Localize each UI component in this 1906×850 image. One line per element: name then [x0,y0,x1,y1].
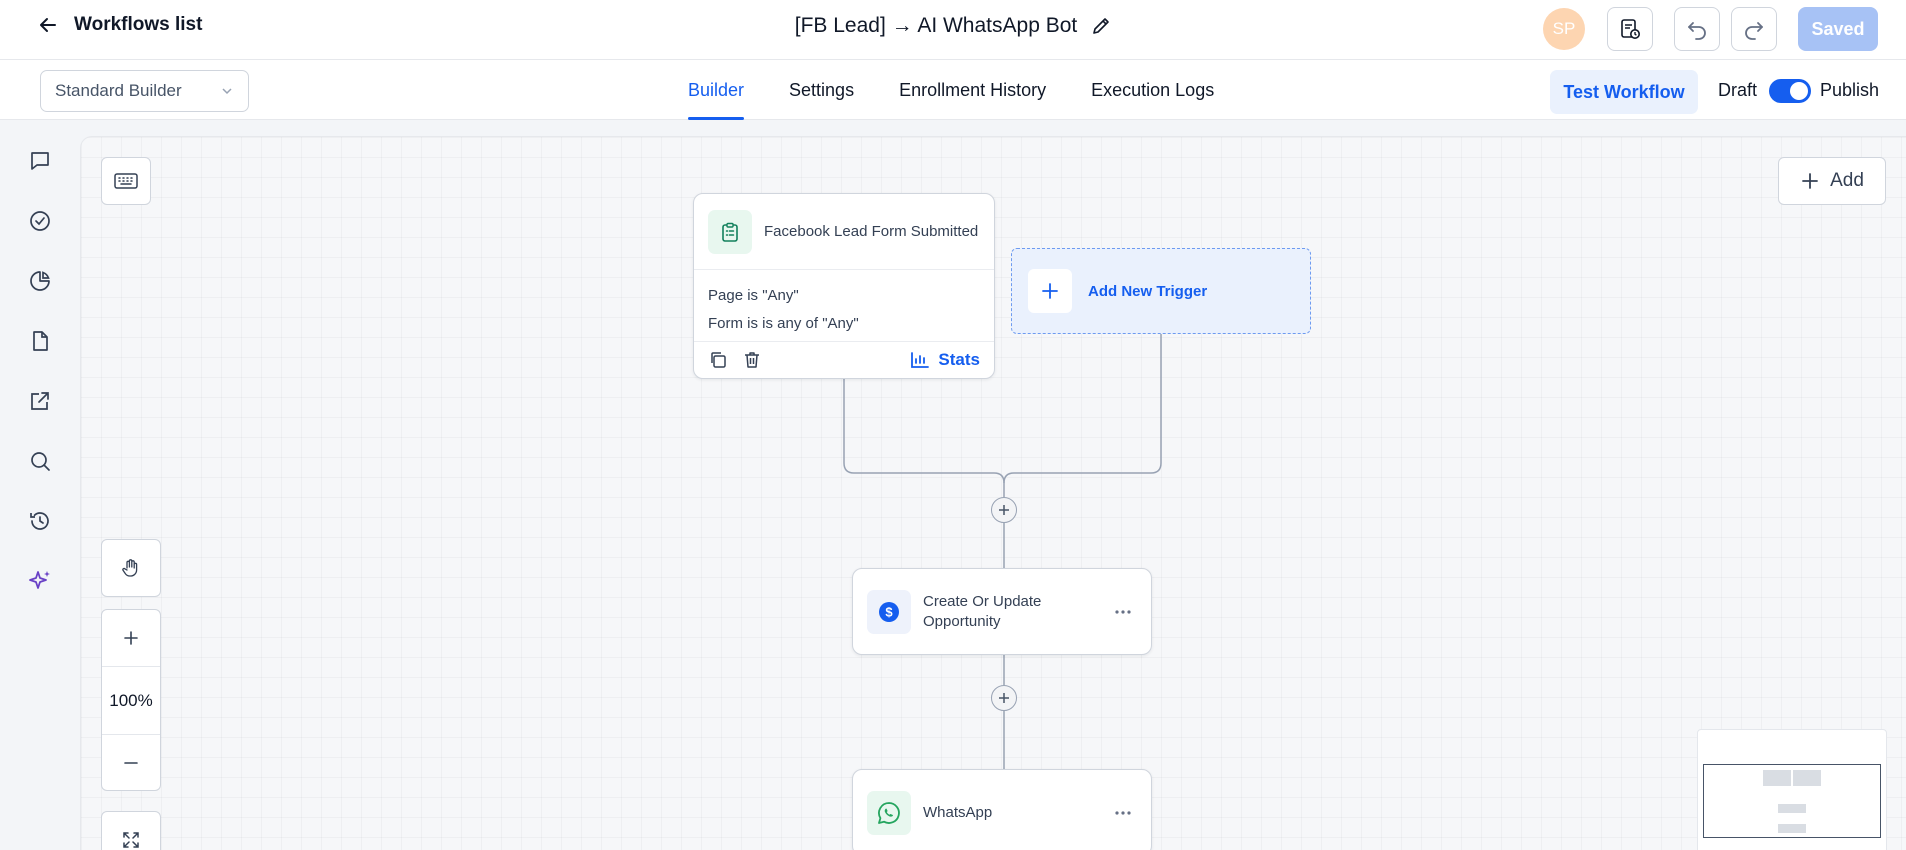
tab-execution-logs[interactable]: Execution Logs [1091,79,1215,100]
dollar-icon: $ [867,589,911,634]
zoom-out-button[interactable] [102,734,160,790]
action-card-opportunity[interactable]: $ Create Or Update Opportunity [852,568,1152,655]
more-options-icon[interactable] [1109,609,1137,615]
add-node-button[interactable]: Add [1778,157,1886,205]
saved-button[interactable]: Saved [1798,7,1878,51]
document-icon[interactable] [26,327,54,355]
builder-mode-select[interactable]: Standard Builder [40,70,249,112]
tab-enrollment-history[interactable]: Enrollment History [899,79,1047,100]
redo-button[interactable] [1731,7,1777,51]
builder-toolbar: Standard Builder Builder Settings Enroll… [0,60,1906,120]
tab-settings[interactable]: Settings [789,79,855,100]
trigger-card[interactable]: Facebook Lead Form Submitted Page is "An… [693,193,995,379]
workflow-title-text: [FB Lead] → AI WhatsApp Bot [794,14,1078,37]
workflow-canvas[interactable]: Add 100% [80,136,1906,850]
minimap-node [1778,824,1806,833]
plus-icon [998,692,1010,704]
minimap-node [1778,804,1806,813]
chat-icon[interactable] [26,147,54,175]
plus-icon [998,504,1010,516]
clipboard-list-icon [708,209,752,254]
undo-button[interactable] [1674,7,1720,51]
hand-icon [120,557,142,579]
publish-toggle[interactable] [1769,79,1811,103]
minimap-node [1793,770,1821,786]
external-link-icon[interactable] [26,387,54,415]
fit-view-button[interactable] [102,812,160,850]
stats-button[interactable]: Stats [910,350,980,370]
expand-icon [121,830,141,850]
tab-builder[interactable]: Builder [688,60,745,120]
publish-label: Publish [1820,80,1880,100]
add-new-trigger-label: Add New Trigger [1088,282,1208,300]
action-title: Create Or Update Opportunity [923,592,1042,630]
pencil-edit-icon[interactable] [1091,16,1111,36]
chevron-down-icon [220,84,234,98]
trigger-card-header: Facebook Lead Form Submitted [694,194,994,270]
minimap[interactable] [1697,729,1887,850]
whatsapp-icon [867,790,911,835]
workflow-title: [FB Lead] → AI WhatsApp Bot [753,14,1153,38]
trigger-title: Facebook Lead Form Submitted [764,223,979,240]
arrow-left-icon [38,15,58,35]
trigger-condition: Form is is any of "Any" [708,315,859,332]
trash-icon[interactable] [742,350,762,370]
insert-step-button[interactable] [991,497,1017,523]
add-label: Add [1830,170,1864,191]
svg-text:$: $ [885,604,893,619]
zoom-controls: 100% [101,609,161,791]
action-card-whatsapp[interactable]: WhatsApp [852,769,1152,850]
plus-icon [1800,171,1820,191]
search-icon[interactable] [26,447,54,475]
pan-tool-group [101,539,161,597]
history-icon[interactable] [26,507,54,535]
redo-icon [1742,17,1766,41]
action-title: WhatsApp [923,803,993,821]
keyboard-icon [113,171,139,191]
left-rail [0,120,80,850]
test-workflow-button[interactable]: Test Workflow [1550,70,1698,114]
trigger-conditions: Page is "Any" Form is is any of "Any" [694,270,994,342]
zoom-level: 100% [102,666,160,734]
connector-lines [843,334,1162,769]
builder-mode-value: Standard Builder [55,81,182,100]
copy-icon[interactable] [708,350,728,370]
stats-label: Stats [938,350,980,369]
pie-chart-icon[interactable] [26,267,54,295]
more-options-icon[interactable] [1109,810,1137,816]
back-to-workflows-link[interactable]: Workflows list [38,14,202,36]
builder-tabs: Builder Settings Enrollment History Exec… [688,60,1259,120]
back-label: Workflows list [74,14,203,35]
insert-step-button[interactable] [991,685,1017,711]
trigger-condition: Page is "Any" [708,287,799,304]
pan-tool-button[interactable] [102,540,160,596]
minimap-viewport[interactable] [1703,764,1881,838]
check-circle-icon[interactable] [26,207,54,235]
plus-icon [122,629,140,647]
keyboard-shortcuts-button[interactable] [101,157,151,205]
trigger-card-footer: Stats [694,342,994,378]
ai-sparkle-icon[interactable] [26,567,54,595]
user-avatar[interactable]: SP [1543,8,1585,50]
bar-chart-icon [910,351,930,369]
workflow-notes-button[interactable] [1607,7,1653,51]
minus-icon [122,754,140,772]
draft-label: Draft [1718,80,1758,100]
top-bar: Workflows list [FB Lead] → AI WhatsApp B… [0,0,1906,60]
document-clock-icon [1618,17,1642,41]
add-new-trigger-button[interactable]: Add New Trigger [1011,248,1311,334]
undo-icon [1685,17,1709,41]
zoom-in-button[interactable] [102,610,160,666]
minimap-node [1763,770,1791,786]
fit-view-group [101,811,161,850]
plus-icon [1028,269,1072,313]
